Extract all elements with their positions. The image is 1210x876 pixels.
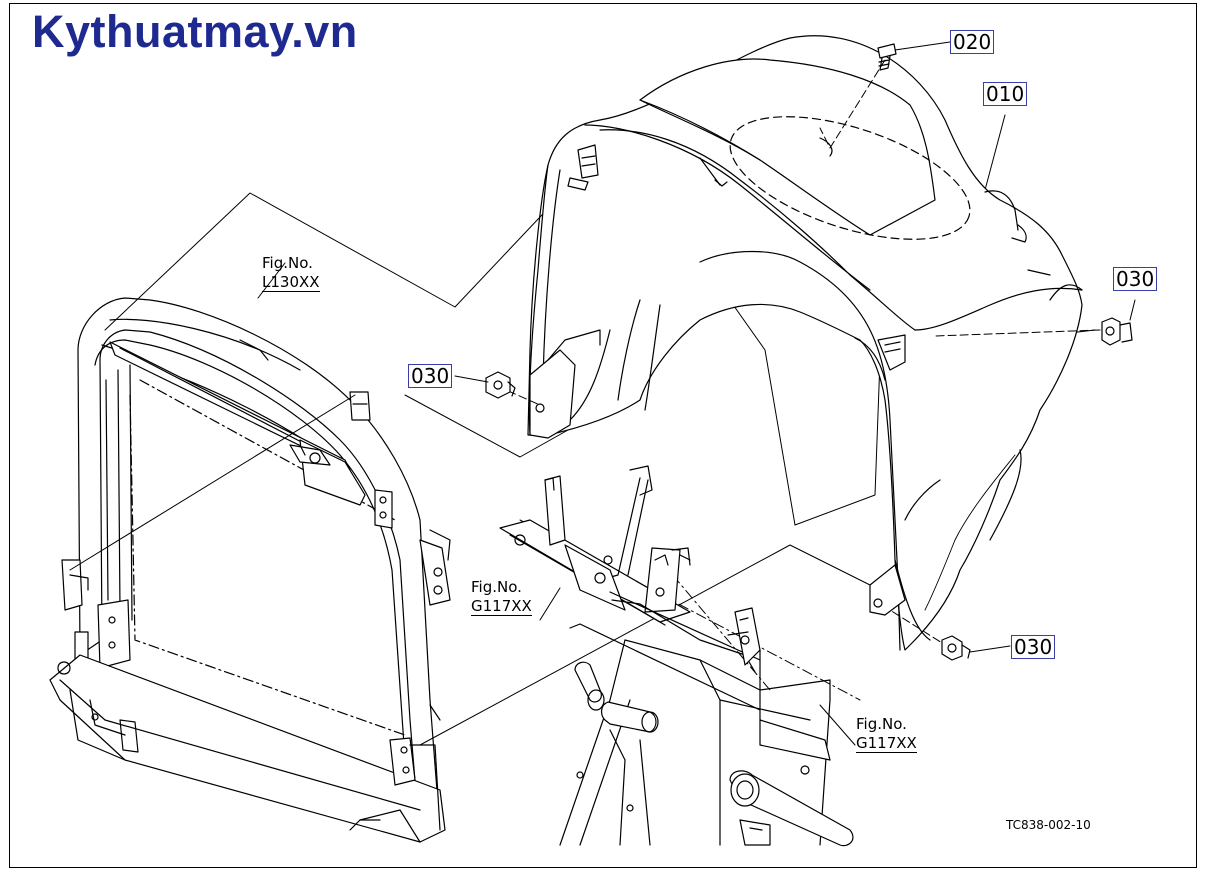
- callout-030-left[interactable]: 030: [408, 364, 453, 388]
- figref-number: G117XX: [856, 734, 917, 753]
- callout-030-bottom[interactable]: 030: [1011, 635, 1056, 659]
- drawing-code: TC838-002-10: [1006, 818, 1091, 832]
- figref-number: L130XX: [262, 273, 320, 292]
- callout-020[interactable]: 020: [950, 30, 995, 54]
- figref-label: Fig.No.: [856, 715, 907, 733]
- cover-part-010: [527, 35, 1083, 651]
- center-bracket-assembly: [499, 465, 761, 711]
- nut-030-bottom: [941, 635, 1011, 661]
- figref-number: G117XX: [471, 597, 532, 616]
- figref-l130[interactable]: Fig.No. L130XX: [262, 254, 320, 292]
- site-watermark: Kythuatmay.vn: [32, 6, 358, 57]
- callout-030-right[interactable]: 030: [1113, 267, 1158, 291]
- figref-g117-lower[interactable]: Fig.No. G117XX: [856, 715, 917, 753]
- lower-chassis: [349, 639, 854, 847]
- rops-frame: [49, 297, 451, 843]
- callout-010[interactable]: 010: [983, 82, 1028, 106]
- nut-030-left: [454, 371, 516, 399]
- figref-label: Fig.No.: [262, 254, 313, 272]
- figref-g117-center[interactable]: Fig.No. G117XX: [471, 578, 532, 616]
- bolt-020: [877, 41, 951, 71]
- nut-030-right: [1101, 299, 1136, 346]
- figref-label: Fig.No.: [471, 578, 522, 596]
- diagram-frame: [9, 3, 1197, 868]
